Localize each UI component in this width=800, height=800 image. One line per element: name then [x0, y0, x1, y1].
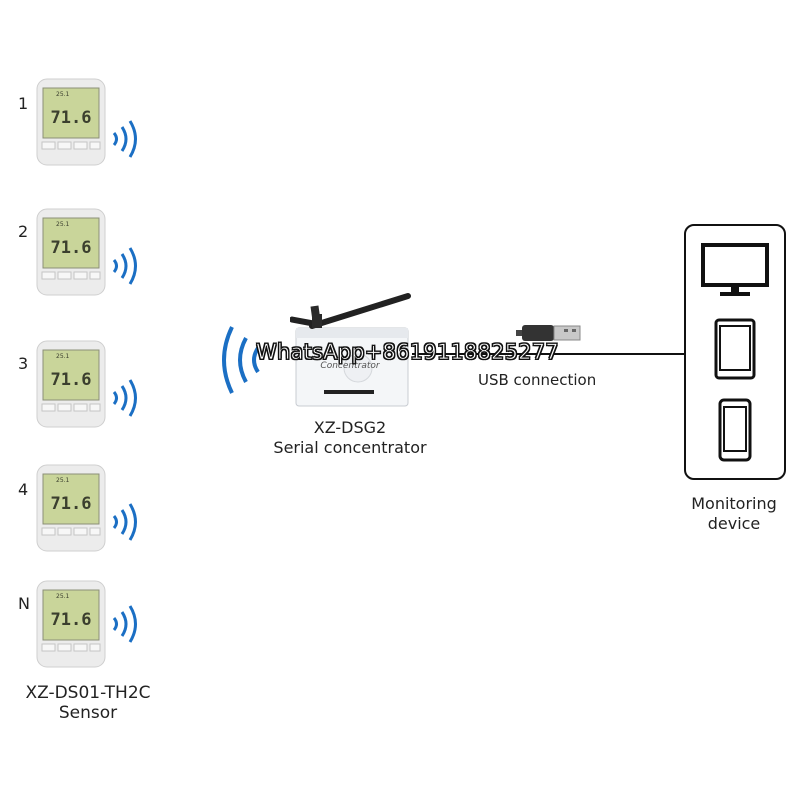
concentrator-device-text: Concentrator — [320, 361, 380, 371]
sensor-model-label: XZ-DS01-TH2C — [25, 683, 151, 703]
monitor-icon — [700, 242, 770, 298]
sensor-reading: 71.6 — [51, 108, 92, 128]
usb-connection-label: USB connection — [478, 371, 597, 389]
sensor-index: 1 — [18, 94, 29, 113]
concentrator-description-label: Serial concentrator — [273, 438, 427, 457]
gateway-signal-icon — [212, 324, 262, 400]
concentrator-device: Concentrator — [290, 290, 420, 410]
sensor-index: 3 — [18, 354, 29, 373]
sensor-header-text: 25.1 — [56, 593, 70, 600]
sensor-device: 25.1 71.6 — [36, 340, 106, 428]
watermark-text: WhatsApp+8619118825277 — [256, 340, 559, 365]
wireless-signal-icon — [110, 117, 144, 161]
monitoring-caption: Monitoring device — [664, 494, 800, 534]
monitoring-label-line1: Monitoring — [691, 494, 777, 513]
sensor-header-text: 25.1 — [56, 477, 70, 484]
sensor-index: 4 — [18, 480, 29, 499]
usb-connection-line — [412, 353, 686, 355]
tablet-icon — [714, 318, 756, 380]
wireless-signal-icon — [110, 500, 144, 544]
sensor-index: 2 — [18, 222, 29, 241]
sensor-device: 25.1 71.6 — [36, 78, 106, 166]
wireless-signal-icon — [110, 602, 144, 646]
monitoring-device-box — [684, 224, 786, 480]
sensor-index: N — [18, 594, 30, 613]
concentrator-caption: XZ-DSG2 Serial concentrator — [250, 418, 450, 458]
sensor-header-text: 25.1 — [56, 91, 70, 98]
sensor-reading: 71.6 — [51, 370, 92, 390]
phone-icon — [718, 398, 752, 462]
sensor-reading: 71.6 — [51, 238, 92, 258]
wireless-signal-icon — [110, 376, 144, 420]
concentrator-model-label: XZ-DSG2 — [313, 418, 387, 437]
sensor-caption: XZ-DS01-TH2C Sensor — [0, 683, 176, 723]
monitoring-label-line2: device — [707, 514, 761, 533]
sensor-device: 25.1 71.6 — [36, 208, 106, 296]
sensor-type-label: Sensor — [58, 703, 118, 723]
sensor-header-text: 25.1 — [56, 221, 70, 228]
sensor-device: 25.1 71.6 — [36, 464, 106, 552]
usb-plug-icon — [516, 322, 584, 344]
wireless-signal-icon — [110, 244, 144, 288]
sensor-header-text: 25.1 — [56, 353, 70, 360]
sensor-reading: 71.6 — [51, 610, 92, 630]
sensor-device: 25.1 71.6 — [36, 580, 106, 668]
sensor-reading: 71.6 — [51, 494, 92, 514]
antenna-icon — [308, 290, 414, 334]
